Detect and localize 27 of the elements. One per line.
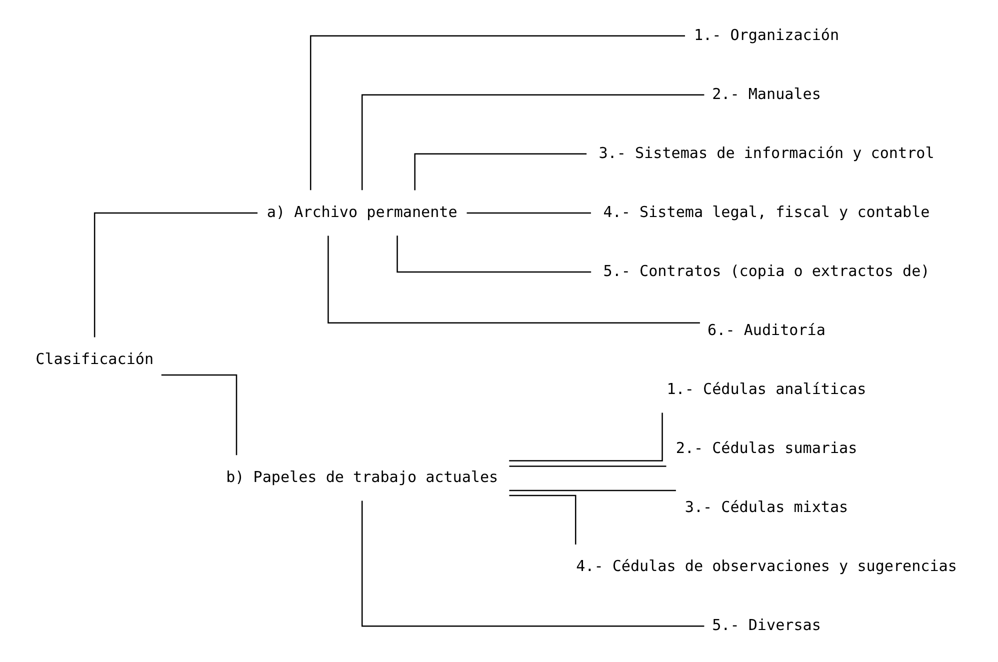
node-text: b) Papeles de trabajo actuales	[226, 468, 498, 486]
node-text: a) Archivo permanente	[266, 202, 458, 221]
connector	[328, 236, 700, 324]
node-text: 5.- Contratos (copia o extractos de)	[603, 262, 930, 280]
node-text: 4.- Sistema legal, fiscal y contable	[603, 202, 930, 221]
connector	[466, 212, 591, 214]
connector	[310, 35, 685, 190]
node-text: 3.- Sistemas de información y control	[598, 144, 934, 162]
node-text: 4.- Cédulas de observaciones y sugerencias	[576, 557, 957, 576]
connector	[509, 412, 663, 462]
node-text: 5.- Diversas	[712, 616, 821, 634]
node-text: 6.- Auditoría	[708, 320, 826, 339]
connector	[161, 374, 238, 456]
connector	[509, 466, 666, 467]
connector	[509, 490, 676, 492]
node-text: 1.- Cédulas analíticas	[666, 380, 866, 398]
connector	[414, 153, 587, 190]
node-text: 2.- Manuales	[712, 84, 821, 103]
node-text: 1.- Organización	[694, 26, 840, 44]
connector	[361, 94, 704, 190]
connector	[94, 212, 258, 338]
node-text: 3.- Cédulas mixtas	[684, 498, 848, 516]
connector	[361, 500, 704, 627]
node-text: Clasificación	[36, 350, 154, 368]
connector	[396, 236, 592, 273]
connector	[509, 494, 576, 544]
node-text: 2.- Cédulas sumarias	[676, 438, 858, 457]
